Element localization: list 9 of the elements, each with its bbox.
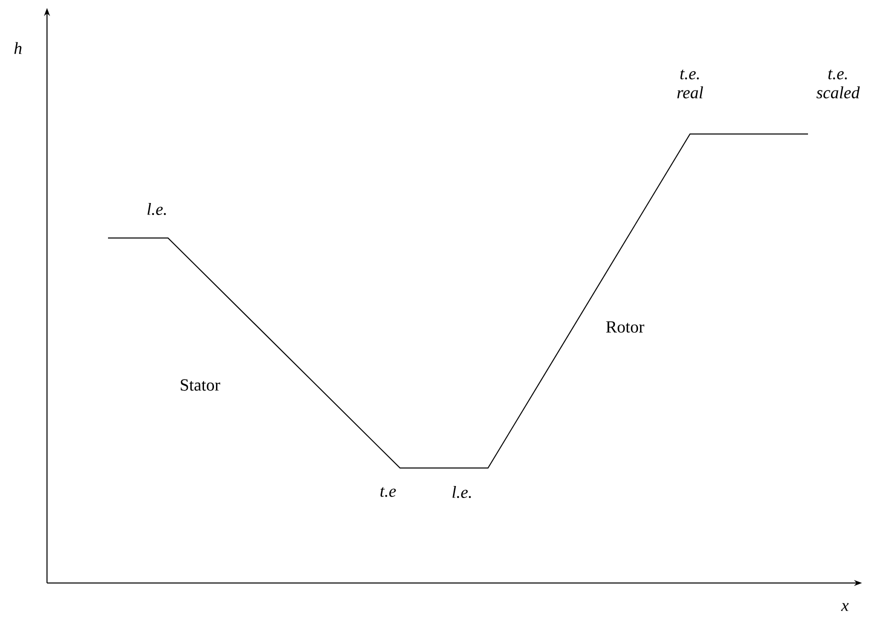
axis-label: h xyxy=(14,42,22,54)
point-label: t.e xyxy=(380,487,396,497)
point-label: t.e. real xyxy=(677,70,703,98)
point-label: l.e. xyxy=(452,486,471,498)
region-label: Stator xyxy=(180,379,220,391)
point-label: t.e. scaled xyxy=(816,70,860,98)
region-label: Rotor xyxy=(606,321,644,333)
point-label: l.e. xyxy=(148,202,166,215)
axis-label: x xyxy=(841,603,849,611)
